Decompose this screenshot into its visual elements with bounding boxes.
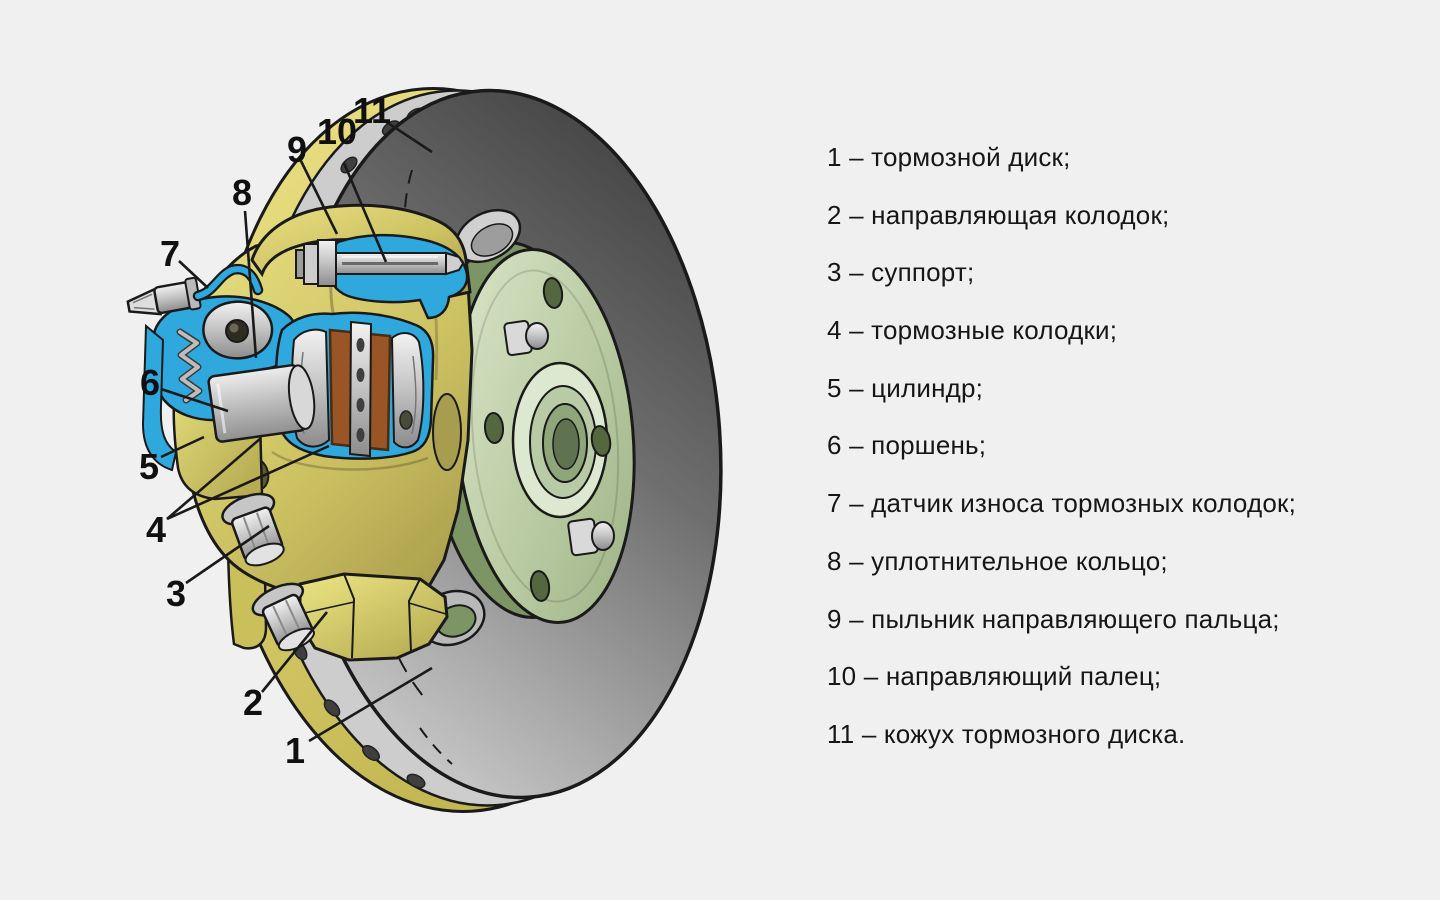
brake-assembly-diagram: 1 2 3 4 5 6 7 8 9 10 11 — [126, 87, 723, 813]
legend-item-4: 4 – тормозные колодки; — [827, 315, 1118, 346]
wear-sensor — [126, 263, 264, 316]
piston — [207, 364, 316, 443]
disc-section-vents — [356, 338, 365, 442]
leader-7 — [178, 260, 209, 289]
leader-9 — [299, 160, 339, 235]
legend-item-6: 6 – поршень; — [827, 430, 987, 461]
disc-section-strip — [348, 320, 373, 458]
caliper-recess — [432, 393, 462, 471]
caliper-bolt-lower — [251, 582, 315, 652]
legend-item-9: 9 – пыльник направляющего пальца; — [827, 603, 1280, 634]
callout-1: 1 — [285, 730, 305, 771]
legend-item-8: 8 – уплотнительное кольцо; — [827, 545, 1168, 576]
sensor-terminal-stripes — [132, 293, 155, 310]
legend-item-3: 3 – суппорт; — [827, 257, 975, 288]
callout-numbers: 1 2 3 4 5 6 7 8 9 10 11 — [139, 90, 391, 771]
hub-flange-rim-line — [470, 269, 620, 603]
bearing-ring-top-inner — [470, 223, 514, 257]
disc-dash-mark — [419, 727, 453, 765]
leader-10 — [342, 162, 388, 263]
callout-2: 2 — [243, 682, 263, 723]
wheel-stud-top — [503, 320, 549, 356]
legend-item-1: 1 – тормозной диск; — [827, 142, 1071, 172]
sensor-wire — [195, 266, 261, 299]
brake-pad-inner — [390, 332, 425, 449]
callout-11: 11 — [353, 90, 391, 131]
sensor-spring — [178, 330, 201, 402]
leader-4a — [166, 437, 262, 520]
hub-center-bore — [511, 361, 609, 519]
lug-hole-highlight — [229, 323, 239, 333]
leader-6 — [160, 387, 229, 413]
legend-item-10: 10 – направляющий палец; — [827, 661, 1162, 692]
hub-bolt-holes — [483, 277, 612, 602]
leader-4b — [166, 444, 330, 521]
leader-11 — [384, 119, 433, 154]
legend-item-7: 7 – датчик износа тормозных колодок; — [827, 488, 1297, 519]
legend-item-11: 11 – кожух тормозного диска. — [827, 718, 1186, 749]
callout-5: 5 — [139, 446, 159, 487]
pad-inner-hole — [399, 410, 413, 430]
leader-3 — [185, 524, 270, 585]
callout-8: 8 — [232, 172, 252, 213]
legend: 1 – тормозной диск; 2 – направляющая кол… — [827, 129, 1402, 764]
callout-leaders — [160, 119, 433, 743]
callout-6: 6 — [140, 362, 160, 403]
leader-8 — [243, 210, 258, 359]
callout-4: 4 — [146, 509, 166, 550]
callout-9: 9 — [287, 129, 307, 170]
leader-5 — [160, 435, 205, 459]
legend-item-5: 5 – цилиндр; — [827, 372, 984, 403]
pad-inner-detail — [411, 355, 417, 435]
guide-pin — [295, 239, 465, 287]
legend-item-2: 2 – направляющая колодок; — [827, 199, 1170, 230]
callout-3: 3 — [166, 573, 186, 614]
callout-10: 10 — [317, 111, 357, 152]
pad-guide — [298, 572, 449, 662]
leader-1 — [308, 666, 433, 743]
callout-7: 7 — [160, 233, 180, 274]
leader-2 — [260, 611, 329, 693]
wheel-stud-bottom — [567, 517, 615, 557]
